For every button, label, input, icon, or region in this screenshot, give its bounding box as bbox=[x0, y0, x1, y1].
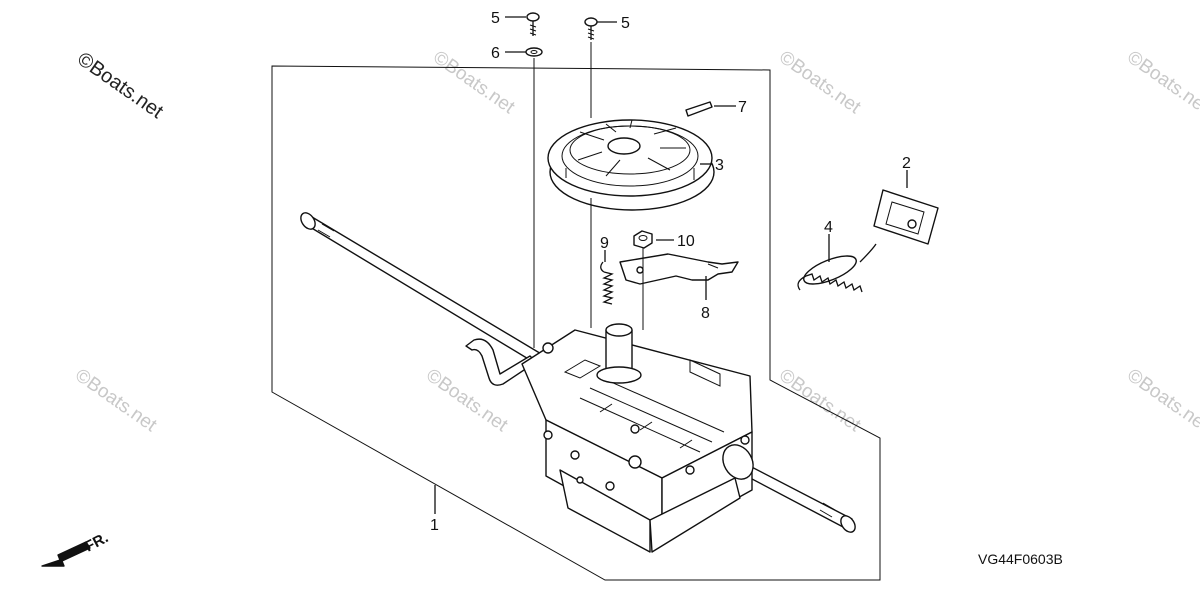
callout-8: 8 bbox=[701, 305, 710, 322]
transmission-housing bbox=[521, 323, 754, 553]
bracket-2 bbox=[873, 189, 939, 245]
callout-5: 5 bbox=[621, 15, 630, 32]
callout-numbers: 5 6 5 7 3 2 4 10 9 8 1 bbox=[430, 10, 911, 534]
spring-4 bbox=[797, 243, 877, 293]
callout-4: 4 bbox=[824, 219, 833, 236]
callout-3: 3 bbox=[715, 157, 724, 174]
callout-9: 9 bbox=[600, 235, 609, 252]
callout-6: 6 bbox=[491, 45, 500, 62]
watermark-text: ©Boats.net bbox=[429, 47, 519, 119]
watermark-text: ©Boats.net bbox=[1123, 365, 1200, 437]
nut-10 bbox=[633, 230, 653, 249]
watermark-text: ©Boats.net bbox=[775, 47, 865, 119]
callout-2: 2 bbox=[902, 155, 911, 172]
screw-5-left bbox=[526, 12, 540, 36]
pin-7 bbox=[685, 101, 713, 117]
front-direction-arrow: FR. bbox=[41, 529, 111, 567]
spring-9 bbox=[600, 261, 614, 305]
callout-10: 10 bbox=[677, 233, 695, 250]
callout-1: 1 bbox=[430, 517, 439, 534]
screw-5-right bbox=[584, 17, 598, 40]
pulley bbox=[547, 119, 715, 211]
callout-7: 7 bbox=[738, 99, 747, 116]
diagram-code: VG44F0603B bbox=[978, 551, 1063, 567]
assembly-boundary bbox=[271, 65, 881, 581]
watermark-text: ©Boats.net bbox=[1123, 47, 1200, 119]
watermark-text: ©Boats.net bbox=[775, 365, 865, 437]
watermark-main: ©Boats.net bbox=[73, 48, 167, 123]
washer-6 bbox=[525, 47, 543, 57]
plate-8 bbox=[619, 253, 739, 285]
callout-5: 5 bbox=[491, 10, 500, 27]
leader-lines bbox=[434, 16, 908, 514]
shift-rod bbox=[465, 338, 537, 386]
watermark-text: ©Boats.net bbox=[71, 365, 161, 437]
front-label: FR. bbox=[82, 529, 111, 555]
